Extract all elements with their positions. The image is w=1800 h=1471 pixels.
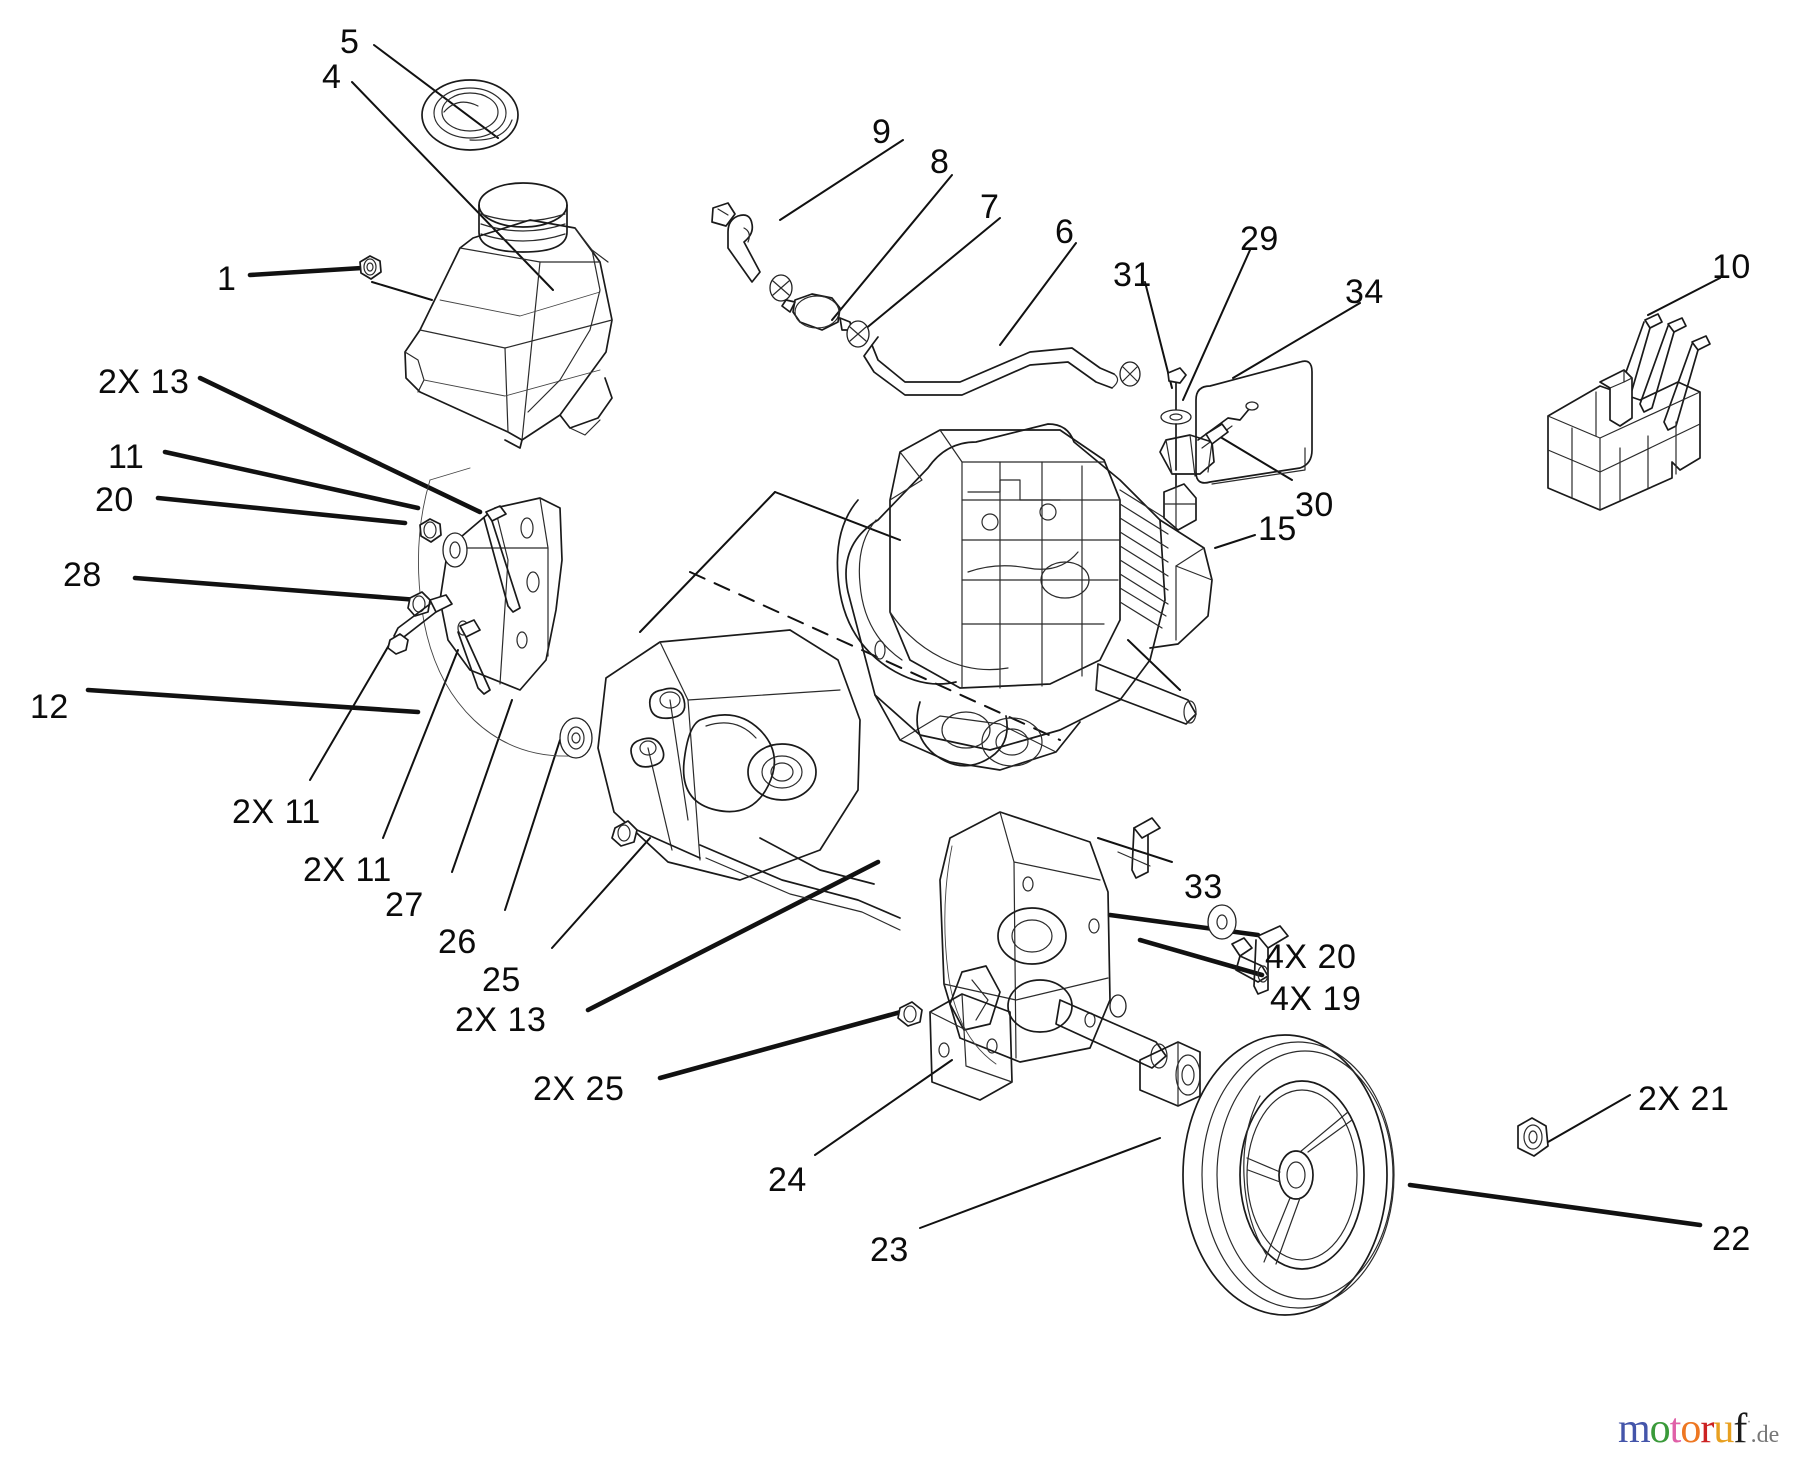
callout-23: 23 [870, 1231, 909, 1269]
callout-2x-11-b: 2X 11 [303, 851, 392, 889]
callout-2x-11-a: 2X 11 [232, 793, 321, 831]
watermark-letter-o2: o [1680, 1406, 1701, 1452]
callout-12: 12 [30, 688, 69, 726]
watermark-letter-m: m [1618, 1406, 1651, 1452]
wheel-retainer [1517, 1117, 1549, 1157]
callout-22: 22 [1712, 1220, 1751, 1258]
plate-hardware [1109, 851, 1151, 1018]
watermark-dot: · [1746, 1414, 1751, 1431]
chassis-side-plate [939, 811, 1111, 1065]
engine-mount-bracket [417, 467, 573, 757]
callout-31: 31 [1113, 256, 1152, 294]
callout-8: 8 [930, 143, 950, 181]
callout-29: 29 [1240, 220, 1279, 258]
callout-4: 4 [322, 58, 342, 96]
callout-4x-20: 4X 20 [1265, 938, 1357, 976]
callout-11: 11 [108, 438, 145, 476]
fuel-tank [404, 219, 613, 449]
callout-33: 33 [1184, 868, 1223, 906]
leader-lines [85, 44, 1721, 1229]
watermark-letter-u: u [1713, 1406, 1734, 1452]
callout-30: 30 [1295, 486, 1334, 524]
throttle-control-hardware [1160, 367, 1192, 471]
engine-assembly [836, 423, 1213, 771]
callout-10: 10 [1712, 248, 1751, 286]
callout-28: 28 [63, 556, 102, 594]
watermark-letter-f: f [1733, 1406, 1747, 1452]
callout-26: 26 [438, 923, 477, 961]
callout-9: 9 [872, 113, 892, 151]
callout-2x-21: 2X 21 [1638, 1080, 1730, 1118]
callout-27: 27 [385, 886, 424, 924]
callout-34: 34 [1345, 273, 1384, 311]
heat-shield-plate [1195, 360, 1313, 485]
lower-mount-bracket [897, 993, 1013, 1101]
fuel-cap-assembly [421, 79, 568, 253]
muffler-bracket [1547, 369, 1701, 511]
callout-20: 20 [95, 481, 134, 519]
fuel-line-upper [711, 202, 793, 302]
callout-6: 6 [1055, 213, 1075, 251]
callout-2x-25: 2X 25 [533, 1070, 625, 1108]
watermark-letter-r: r [1700, 1406, 1714, 1452]
callout-24: 24 [768, 1161, 807, 1199]
callout-2x-13-upper: 2X 13 [98, 363, 190, 401]
callout-1: 1 [217, 260, 237, 298]
callout-15: 15 [1258, 510, 1297, 548]
callout-2x-13-lower: 2X 13 [455, 1001, 547, 1039]
watermark-letter-o1: o [1649, 1406, 1671, 1452]
fuel-tank-nut [359, 255, 382, 280]
bracket-hardware-left [387, 505, 521, 695]
callout-25: 25 [482, 961, 521, 999]
watermark-letter-t: t [1669, 1406, 1682, 1452]
wheel [1182, 1034, 1395, 1316]
axle-hardware [1131, 817, 1289, 995]
callout-4x-19: 4X 19 [1270, 980, 1362, 1018]
fuel-filter [781, 293, 870, 348]
wheel-axle [1055, 999, 1201, 1107]
motoruf-watermark: motoruf·.de [1618, 1408, 1779, 1450]
throttle-lever [1159, 401, 1259, 501]
main-frame-plate [559, 629, 901, 931]
callout-7: 7 [980, 188, 1000, 226]
fuel-line-lower [863, 336, 1141, 396]
callout-5: 5 [340, 23, 360, 61]
watermark-tld: .de [1750, 1422, 1780, 1448]
